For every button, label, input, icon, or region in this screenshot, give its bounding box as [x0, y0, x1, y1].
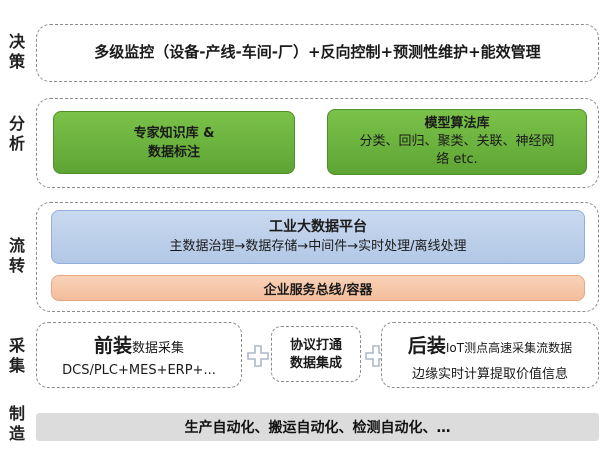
decision-panel: 多级监控（设备-产线-车间-厂）+反向控制+预测性维护+能效管理: [36, 24, 599, 82]
label-char: 造: [8, 424, 25, 443]
label-char: 采: [8, 336, 25, 355]
back-title: 后装IoT测点高速采集流数据: [382, 331, 598, 358]
layer-label-analysis: 分 析: [6, 112, 28, 156]
layer-label-decision: 决 策: [6, 30, 28, 74]
back-big: 后装: [407, 335, 446, 357]
platform-title: 工业大数据平台: [269, 219, 367, 235]
front-big: 前装: [93, 335, 132, 357]
back-install-panel: 后装IoT测点高速采集流数据 边缘实时计算提取价值信息: [381, 322, 599, 388]
protocol-panel: 协议打通 数据集成: [271, 326, 361, 382]
decision-text: 多级监控（设备-产线-车间-厂）+反向控制+预测性维护+能效管理: [94, 43, 541, 61]
protocol-line2: 数据集成: [289, 356, 342, 371]
industrial-bigdata-platform: 工业大数据平台 主数据治理→数据存储→中间件→实时处理/离线处理: [51, 210, 585, 264]
plus-icon: [247, 345, 269, 367]
enterprise-service-bus: 企业服务总线/容器: [51, 275, 585, 301]
model-algorithm-line1: 分类、回归、聚类、关联、神经网: [359, 134, 555, 149]
model-algorithm-title: 模型算法库: [424, 116, 490, 131]
flow-panel: 工业大数据平台 主数据治理→数据存储→中间件→实时处理/离线处理 企业服务总线/…: [36, 202, 599, 312]
front-install-panel: 前装数据采集 DCS/PLC+MES+ERP+...: [36, 322, 242, 388]
label-char: 流: [8, 236, 25, 255]
front-title: 前装数据采集: [37, 331, 241, 358]
model-algorithm-line2: 络 etc.: [436, 152, 478, 167]
analysis-panel: 专家知识库 & 数据标注 模型算法库 分类、回归、聚类、关联、神经网 络 etc…: [36, 98, 599, 188]
label-char: 析: [8, 134, 25, 153]
expert-knowledge-line2: 数据标注: [147, 144, 200, 160]
front-small: 数据采集: [132, 341, 185, 356]
manufacture-bar: 生产自动化、搬运自动化、检测自动化、…: [36, 413, 599, 441]
label-char: 分: [8, 114, 25, 133]
front-systems: DCS/PLC+MES+ERP+...: [62, 363, 216, 378]
back-small: IoT测点高速采集流数据: [445, 341, 573, 355]
model-algorithm-box: 模型算法库 分类、回归、聚类、关联、神经网 络 etc.: [327, 109, 587, 175]
bus-label: 企业服务总线/容器: [263, 282, 373, 298]
label-char: 集: [8, 356, 25, 375]
label-char: 制: [8, 404, 25, 423]
protocol-line1: 协议打通: [289, 338, 342, 353]
label-char: 策: [8, 52, 25, 71]
label-char: 决: [8, 32, 25, 51]
back-edge: 边缘实时计算提取价值信息: [411, 367, 568, 382]
label-char: 转: [8, 256, 25, 275]
platform-pipeline: 主数据治理→数据存储→中间件→实时处理/离线处理: [169, 239, 467, 254]
plus-icon: [365, 345, 387, 367]
manufacture-text: 生产自动化、搬运自动化、检测自动化、…: [184, 420, 451, 436]
layer-label-flow: 流 转: [6, 234, 28, 278]
expert-knowledge-box: 专家知识库 & 数据标注: [53, 111, 295, 174]
layer-label-manufacture: 制 造: [6, 402, 28, 446]
expert-knowledge-line1: 专家知识库 &: [133, 125, 215, 141]
layer-label-collect: 采 集: [6, 334, 28, 378]
